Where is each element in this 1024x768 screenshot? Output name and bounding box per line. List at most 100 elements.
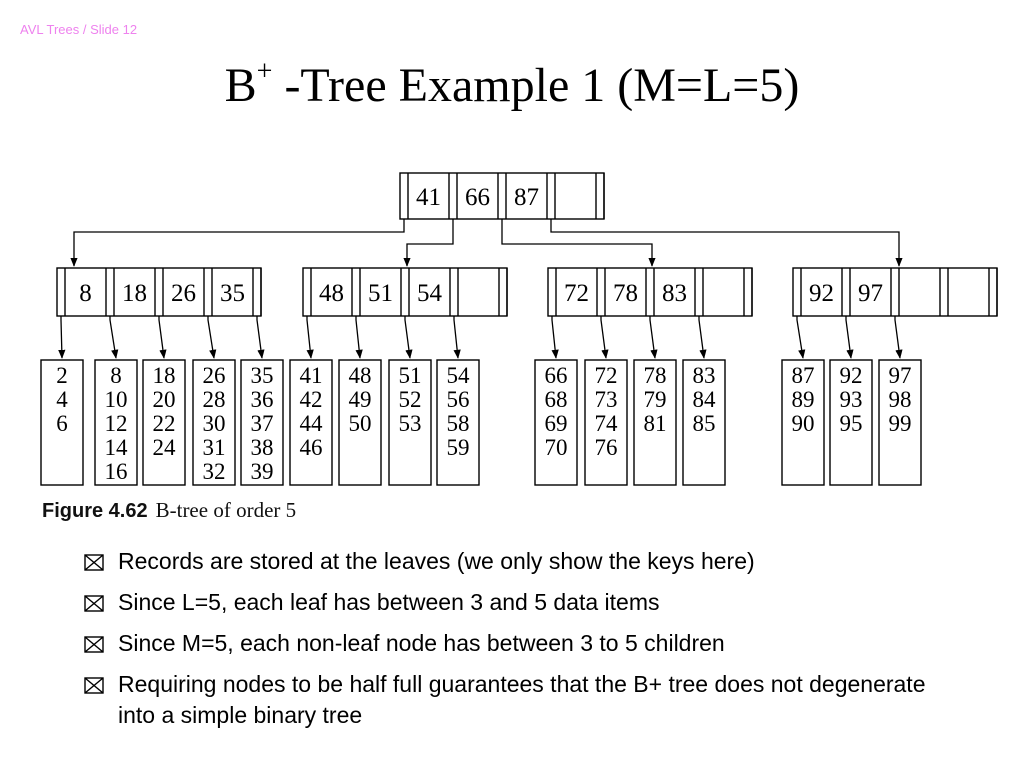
tree-edge <box>70 196 405 267</box>
boxed-x-icon <box>84 595 104 612</box>
leaf-key: 53 <box>399 411 422 436</box>
leaf-key: 48 <box>349 363 372 388</box>
leaf-outline <box>240 359 284 486</box>
leaf-key: 59 <box>447 435 470 460</box>
figure-label: Figure 4.62 <box>42 500 148 522</box>
leaf-key: 84 <box>693 387 717 412</box>
tree-edge <box>403 196 454 267</box>
node-key: 72 <box>564 280 589 307</box>
leaf-key: 14 <box>105 435 129 460</box>
boxed-x-icon <box>84 677 104 694</box>
leaf-key: 16 <box>105 459 128 484</box>
leaf-node: 246 <box>40 359 84 486</box>
node-key: 35 <box>220 280 245 307</box>
leaf-key: 6 <box>56 411 68 436</box>
leaf-key: 83 <box>693 363 716 388</box>
node-key: 83 <box>662 280 687 307</box>
node-key: 18 <box>122 280 147 307</box>
leaf-key: 85 <box>693 411 716 436</box>
internal-node: 8 18 26 35 <box>56 267 262 317</box>
title-superscript: + <box>256 56 273 87</box>
leaf-key: 70 <box>545 435 568 460</box>
leaf-outline <box>40 359 84 486</box>
leaf-key: 20 <box>153 387 176 412</box>
slide-title: B+ -Tree Example 1 (M=L=5) <box>0 56 1024 113</box>
bullet-item: Records are stored at the leaves (we onl… <box>84 546 964 577</box>
leaf-key: 35 <box>251 363 274 388</box>
leaf-key: 68 <box>545 387 568 412</box>
bullet-text: Requiring nodes to be half full guarante… <box>118 671 926 728</box>
leaf-key: 41 <box>300 363 323 388</box>
node-key: 8 <box>79 280 92 307</box>
node-key: 51 <box>368 280 393 307</box>
leaf-key: 78 <box>644 363 667 388</box>
leaf-key: 66 <box>545 363 568 388</box>
node-key: 92 <box>809 280 834 307</box>
leaf-outline <box>584 359 628 486</box>
leaf-key: 12 <box>105 411 128 436</box>
leaf-key: 90 <box>792 411 815 436</box>
leaf-key: 93 <box>840 387 863 412</box>
leaf-outline <box>192 359 236 486</box>
bullet-list: Records are stored at the leaves (we onl… <box>84 546 964 741</box>
title-rest: -Tree Example 1 (M=L=5) <box>272 59 800 112</box>
node-key: 66 <box>465 184 490 211</box>
leaf-key: 2 <box>56 363 68 388</box>
leaf-key: 30 <box>203 411 226 436</box>
node-key: 41 <box>416 184 441 211</box>
leaf-key: 46 <box>300 435 323 460</box>
leaf-key: 76 <box>595 435 618 460</box>
node-key: 87 <box>514 184 539 211</box>
leaf-key: 74 <box>595 411 619 436</box>
leaf-key: 99 <box>889 411 912 436</box>
leaf-key: 79 <box>644 387 667 412</box>
leaf-key: 44 <box>300 411 324 436</box>
internal-node: 92 97 <box>792 267 998 317</box>
node-key: 26 <box>171 280 196 307</box>
leaf-key: 50 <box>349 411 372 436</box>
bullet-text: Since L=5, each leaf has between 3 and 5… <box>118 589 660 615</box>
leaf-key: 39 <box>251 459 274 484</box>
root-node: 41 66 87 <box>399 172 605 220</box>
node-key: 78 <box>613 280 638 307</box>
node-key: 97 <box>858 280 883 307</box>
leaf-key: 81 <box>644 411 667 436</box>
node-key: 54 <box>417 280 443 307</box>
leaf-key: 18 <box>153 363 176 388</box>
leaf-outline <box>534 359 578 486</box>
leaf-key: 97 <box>889 363 912 388</box>
internal-node: 72 78 83 <box>547 267 753 317</box>
bullet-text: Since M=5, each non-leaf node has betwee… <box>118 630 725 656</box>
leaf-outline <box>338 359 382 486</box>
leaf-key: 98 <box>889 387 912 412</box>
node-outline <box>302 267 508 317</box>
leaf-key: 54 <box>447 363 471 388</box>
leaf-key: 73 <box>595 387 618 412</box>
leaf-key: 89 <box>792 387 815 412</box>
bullet-item: Requiring nodes to be half full guarante… <box>84 669 964 731</box>
leaf-key: 37 <box>251 411 274 436</box>
leaf-outline <box>878 359 922 486</box>
leaf-outline <box>781 359 825 486</box>
node-outline <box>792 267 998 317</box>
leaf-outline <box>142 359 186 486</box>
bullet-item: Since M=5, each non-leaf node has betwee… <box>84 628 964 659</box>
slide-header: AVL Trees / Slide 12 <box>20 22 138 37</box>
leaf-key: 24 <box>153 435 177 460</box>
leaf-key: 4 <box>56 387 68 412</box>
tree-edge <box>501 196 656 267</box>
leaf-key: 92 <box>840 363 863 388</box>
leaf-key: 32 <box>203 459 226 484</box>
leaf-key: 58 <box>447 411 470 436</box>
